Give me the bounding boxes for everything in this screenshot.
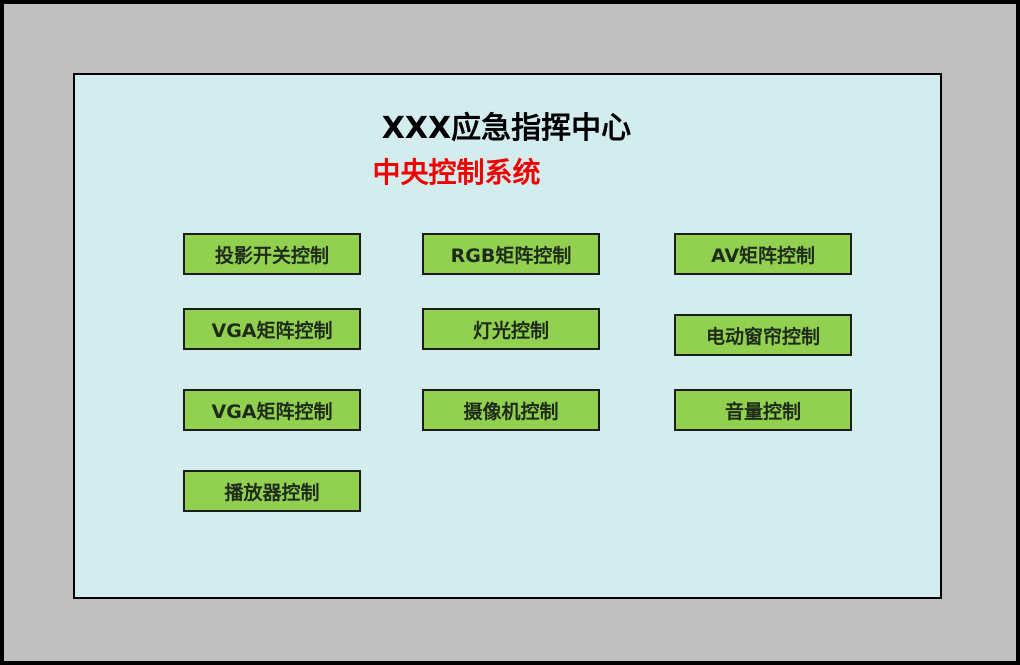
volume-button[interactable]: 音量控制 [674,389,852,431]
control-panel: XXX应急指挥中心 中央控制系统 投影开关控制 RGB矩阵控制 AV矩阵控制 V… [73,73,942,599]
vga-matrix-button-1[interactable]: VGA矩阵控制 [183,308,361,350]
rgb-matrix-button[interactable]: RGB矩阵控制 [422,233,600,275]
lighting-button[interactable]: 灯光控制 [422,308,600,350]
curtain-button[interactable]: 电动窗帘控制 [674,314,852,356]
vga-matrix-button-2[interactable]: VGA矩阵控制 [183,389,361,431]
projector-power-button[interactable]: 投影开关控制 [183,233,361,275]
camera-button[interactable]: 摄像机控制 [422,389,600,431]
page-subtitle: 中央控制系统 [372,156,541,189]
page-title: XXX应急指挥中心 [381,111,632,146]
player-button[interactable]: 播放器控制 [183,470,361,512]
av-matrix-button[interactable]: AV矩阵控制 [674,233,852,275]
